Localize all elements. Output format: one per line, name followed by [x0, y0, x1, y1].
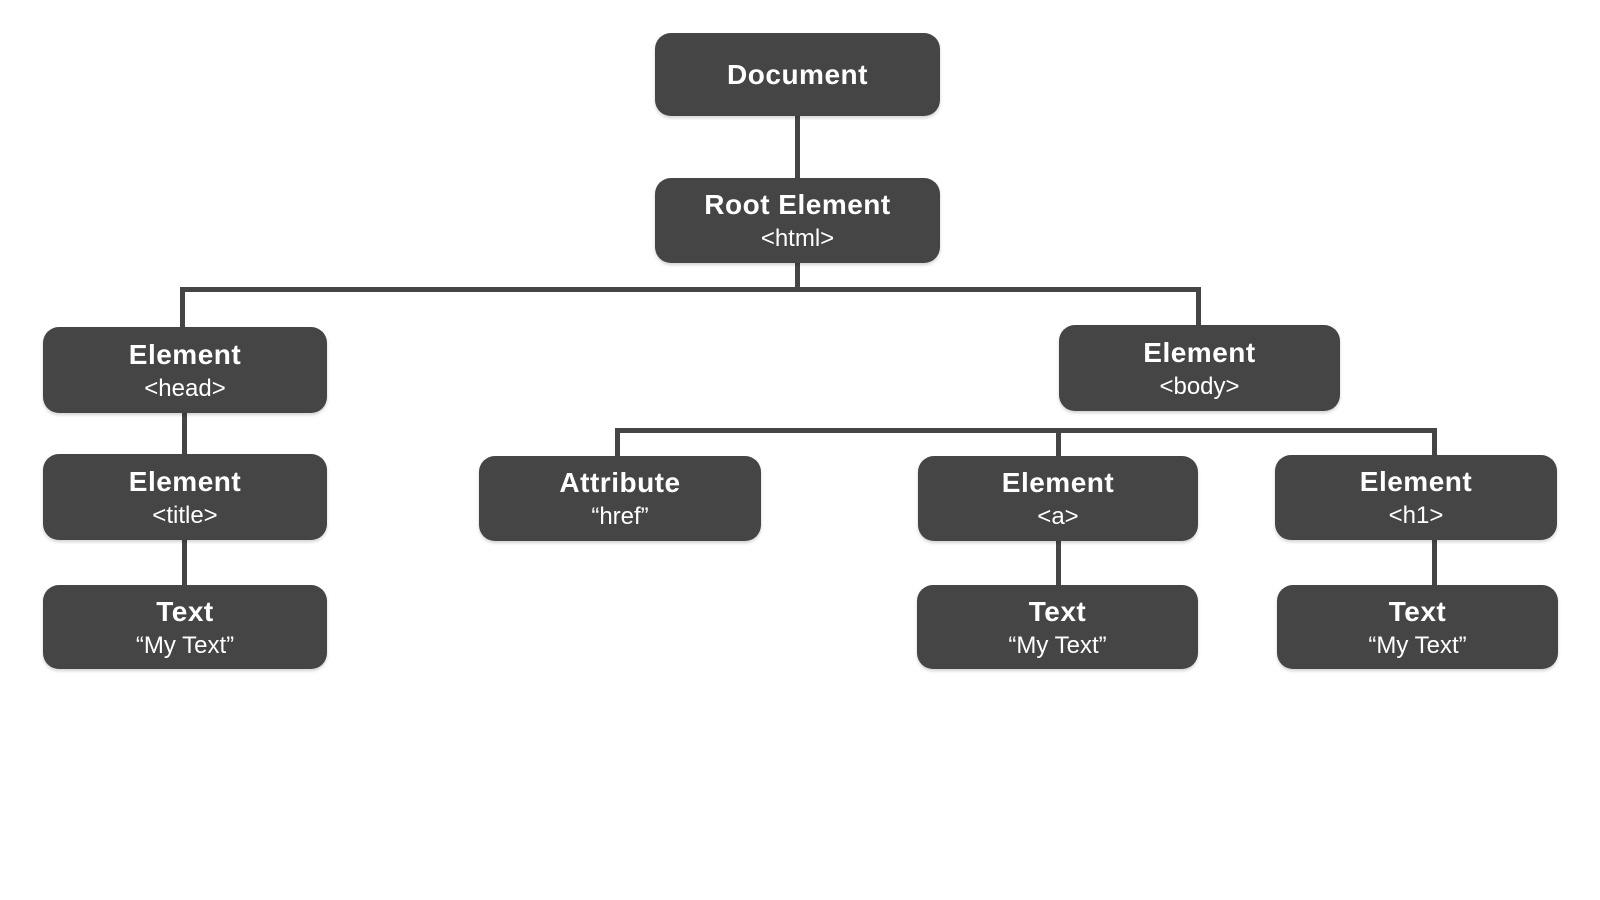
connector-level1-horizontal: [180, 287, 1201, 292]
node-root-element-label: Root Element: [704, 189, 891, 220]
connector-title-text: [182, 538, 187, 587]
node-document-label: Document: [727, 58, 868, 90]
node-element-head: Element <head>: [43, 327, 327, 413]
node-element-h1-label: Element: [1359, 466, 1473, 497]
node-element-a-tag: <a>: [1037, 503, 1079, 530]
node-root-element: Root Element <html>: [655, 178, 940, 263]
node-element-a: Element <a>: [918, 456, 1198, 541]
node-element-title-tag: <title>: [152, 501, 218, 529]
node-text-title-label: Text: [156, 595, 214, 627]
connector-to-href: [615, 428, 620, 458]
node-element-body-tag: <body>: [1159, 372, 1240, 400]
node-text-a-value: “My Text”: [1008, 631, 1107, 659]
connector-head-title: [182, 411, 187, 456]
connector-to-head: [180, 287, 185, 329]
node-root-element-tag: <html>: [760, 225, 835, 252]
node-text-h1: Text “My Text”: [1277, 585, 1558, 669]
node-text-h1-label: Text: [1388, 595, 1447, 627]
node-element-title: Element <title>: [43, 454, 327, 540]
connector-root-stub: [795, 261, 800, 290]
node-attribute-href-label: Attribute: [559, 467, 681, 498]
node-attribute-href-value: “href”: [591, 503, 649, 530]
node-attribute-href: Attribute “href”: [479, 456, 761, 541]
node-element-body-label: Element: [1143, 336, 1256, 368]
node-text-title-value: “My Text”: [135, 631, 235, 659]
connector-to-h1: [1432, 428, 1437, 457]
node-element-a-label: Element: [1001, 467, 1115, 498]
node-element-body: Element <body>: [1059, 325, 1340, 411]
connector-level2-horizontal: [615, 428, 1437, 433]
node-element-h1-tag: <h1>: [1388, 502, 1444, 529]
node-element-head-tag: <head>: [144, 374, 226, 402]
node-element-title-label: Element: [128, 465, 242, 497]
node-text-title: Text “My Text”: [43, 585, 327, 669]
connector-document-root: [795, 114, 800, 180]
node-element-head-label: Element: [128, 338, 242, 370]
connector-to-a: [1056, 428, 1061, 458]
node-element-h1: Element <h1>: [1275, 455, 1557, 540]
connector-to-body: [1196, 287, 1201, 327]
connector-h1-text: [1432, 538, 1437, 587]
node-document: Document: [655, 33, 940, 116]
node-text-a-label: Text: [1028, 595, 1087, 627]
connector-a-text: [1056, 539, 1061, 587]
node-text-a: Text “My Text”: [917, 585, 1198, 669]
node-text-h1-value: “My Text”: [1368, 631, 1467, 659]
